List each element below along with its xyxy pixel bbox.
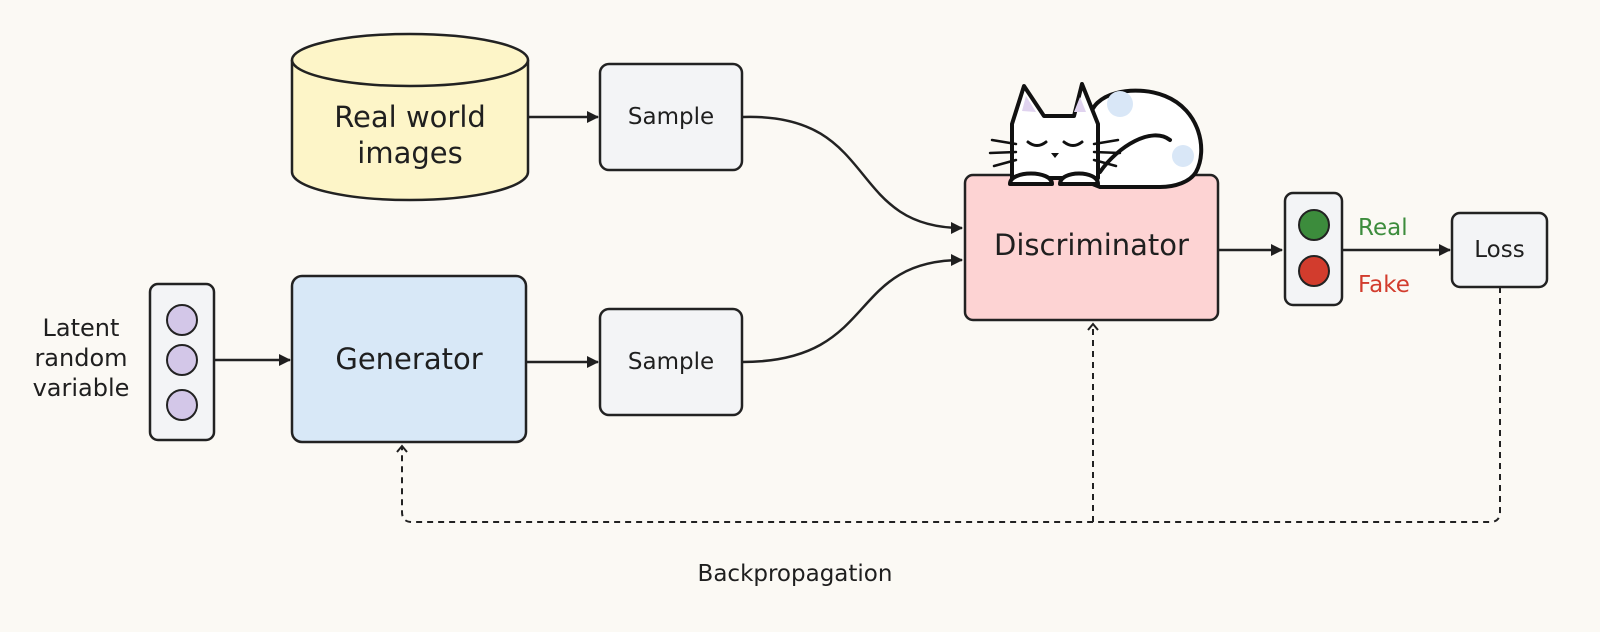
cat-whiskers — [988, 138, 1122, 168]
arrow-sample-bottom-to-discriminator — [741, 254, 963, 364]
backprop-path — [396, 287, 1501, 523]
red-light — [1298, 255, 1330, 287]
database-icon — [290, 60, 530, 202]
latent-dot — [166, 344, 198, 376]
real-images-database — [290, 32, 530, 202]
cat-nose — [1051, 153, 1059, 158]
real-output-label: Real — [1358, 214, 1408, 241]
latent-dot — [166, 304, 198, 336]
cat-head — [1010, 82, 1100, 180]
loss-label: Loss — [1474, 236, 1525, 263]
sample-bottom-label: Sample — [627, 348, 715, 375]
traffic-light-icon — [1283, 191, 1344, 307]
discriminator-label: Discriminator — [994, 227, 1189, 262]
cat-paws — [1008, 171, 1100, 186]
cat-eye-closed — [1026, 140, 1048, 147]
latent-label: Latent random variable — [32, 314, 130, 402]
database-top — [290, 32, 530, 88]
green-light — [1298, 209, 1330, 241]
latent-dot — [166, 389, 198, 421]
generator-box — [290, 274, 528, 444]
real-images-label: Real world images — [334, 99, 486, 170]
cat-ear-inner — [1022, 96, 1036, 112]
arrow-sample-top-to-discriminator — [741, 115, 963, 234]
backpropagation-label: Backpropagation — [697, 560, 893, 587]
fake-output-label: Fake — [1358, 271, 1410, 298]
cat-ear-inner — [1074, 97, 1086, 112]
cat-eye-closed — [1062, 140, 1084, 147]
cat-spot — [1107, 91, 1133, 117]
sample-top-label: Sample — [627, 103, 715, 130]
cat-spot — [1172, 145, 1194, 167]
generator-label: Generator — [335, 341, 483, 376]
sleeping-cat-icon — [988, 82, 1204, 189]
